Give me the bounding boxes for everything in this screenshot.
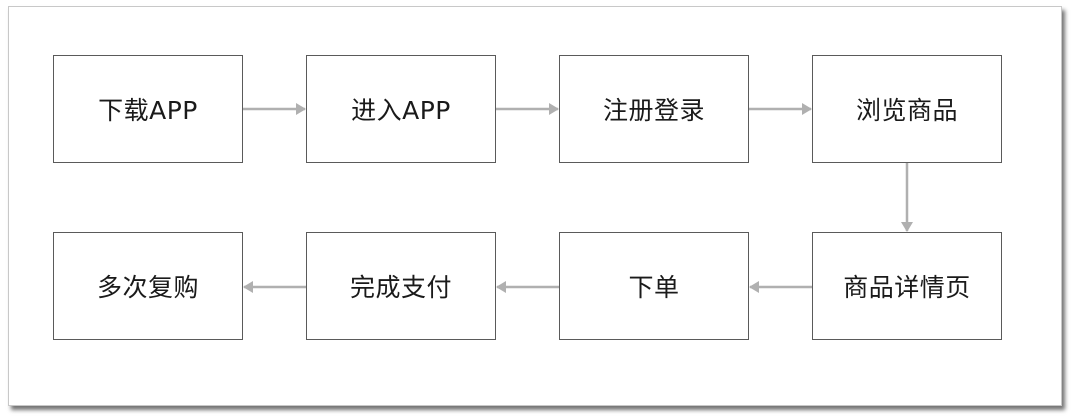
- step-label: 下载APP: [98, 96, 198, 125]
- step-enter-app: 进入APP: [306, 55, 496, 163]
- step-complete-payment: 完成支付: [306, 232, 496, 340]
- step-place-order: 下单: [559, 232, 749, 340]
- step-label: 浏览商品: [855, 96, 958, 125]
- step-product-detail: 商品详情页: [812, 232, 1002, 340]
- step-register-login: 注册登录: [559, 55, 749, 163]
- step-label: 完成支付: [349, 273, 452, 302]
- step-label: 商品详情页: [843, 273, 971, 302]
- step-repeat-purchase: 多次复购: [53, 232, 243, 340]
- step-download-app: 下载APP: [53, 55, 243, 163]
- step-label: 多次复购: [96, 273, 199, 302]
- step-label: 注册登录: [602, 96, 705, 125]
- step-label: 下单: [628, 273, 680, 302]
- step-browse-products: 浏览商品: [812, 55, 1002, 163]
- step-label: 进入APP: [351, 96, 451, 125]
